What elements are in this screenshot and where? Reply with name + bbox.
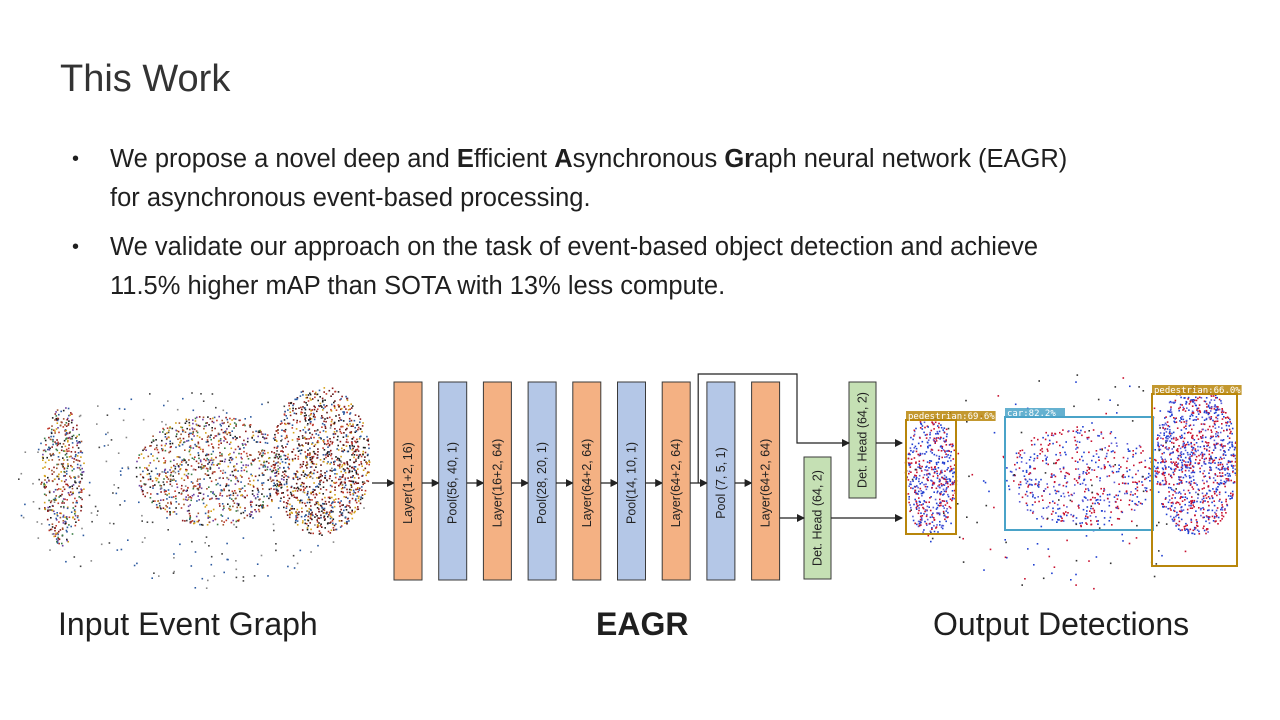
bullet-1-bold-a: A [554,145,573,173]
slide-title: This Work [60,58,231,100]
bullet-dot-icon: • [72,148,80,170]
block-rect [527,381,557,581]
detection-box: pedestrian:66.0% [1151,385,1242,567]
layer-block: Layer(16+2, 64) [482,381,512,581]
block-label: Pool(14, 10, 1) [625,442,639,524]
bullet-item-1: • We propose a novel deep and Efficient … [72,140,1232,218]
block-rect [393,381,423,581]
detection-label-bg [906,411,996,421]
bullet-1-bold-e: E [456,145,474,173]
detection-label-bg [1152,385,1242,395]
det-head-rect [803,456,832,580]
block-rect [661,381,691,581]
detection-label: pedestrian:69.6% [908,412,995,422]
block-rect [751,381,781,581]
pool-block: Pool(28, 20, 1) [527,381,557,581]
bullet-1-line-2: for asynchronous event-based processing. [110,184,591,212]
det-head-block: Det. Head (64, 2) [848,381,877,499]
block-label: Pool(56, 40, 1) [446,442,460,524]
block-rect [438,381,468,581]
caption-eagr: EAGR [596,606,689,642]
layer-block: Layer(64+2, 64) [572,381,602,581]
det-head-label: Det. Head (64, 2) [811,470,825,566]
bullet-1-bold-gr: Gr [724,145,755,173]
block-label: Layer(16+2, 64) [490,439,504,528]
det-head-rect [848,381,877,499]
input-event-graph-image [18,387,371,589]
skip-connection-arrow [697,373,850,483]
block-label: Layer(64+2, 64) [759,439,773,528]
block-rect [617,381,646,581]
block-label: Layer(64+2, 64) [580,439,594,528]
block-label: Layer(64+2, 64) [669,439,683,528]
block-label: Layer(1+2, 16) [401,442,415,524]
network-diagram: Layer(1+2, 16) Pool(56, 40, 1) Layer(16+2,… [372,373,903,581]
detection-label: pedestrian:66.0% [1154,386,1241,396]
block-rect [572,381,602,581]
caption-output-detections: Output Detections [933,606,1190,642]
block-label: Pool (7, 5, 1) [714,447,728,519]
detection-rect [1004,416,1154,531]
pool-block: Pool (7, 5, 1) [706,381,736,581]
bullet-2-line-1: We validate our approach on the task of … [110,233,1039,261]
bullet-1-text-1: fficient [473,145,555,173]
pool-block: Pool(14, 10, 1) [617,381,646,581]
block-label: Pool(28, 20, 1) [535,442,549,524]
bullet-2-line-2: 11.5% higher mAP than SOTA with 13% less… [110,272,726,300]
block-rect [482,381,512,581]
bullet-item-2: • We validate our approach on the task o… [72,228,1232,306]
detection-label: car:82.2% [1007,409,1056,419]
detection-box: pedestrian:69.6% [905,411,996,535]
bullet-list: • We propose a novel deep and Efficient … [72,140,1232,316]
bullet-dot-icon: • [72,236,80,258]
layer-block: Layer(64+2, 64) [661,381,691,581]
caption-input-event-graph: Input Event Graph [58,606,318,642]
bullet-1-text-3: aph neural network (EAGR) [754,145,1068,173]
det-head-block: Det. Head (64, 2) [803,456,832,580]
output-detections-image: pedestrian:69.6% car:82.2% pedestrian:66.0… [904,374,1242,590]
detection-label-bg [1005,408,1065,418]
layer-block: Layer(64+2, 64) [751,381,781,581]
block-rect [706,381,736,581]
bullet-1-text-pre: We propose a novel deep and [110,145,457,173]
det-head-label: Det. Head (64, 2) [856,392,870,488]
bullet-1-text-2: synchronous [572,145,725,173]
layer-block: Layer(1+2, 16) [393,381,423,581]
eagr-diagram: Layer(1+2, 16) Pool(56, 40, 1) Layer(16+2,… [18,373,1242,590]
pool-block: Pool(56, 40, 1) [438,381,468,581]
